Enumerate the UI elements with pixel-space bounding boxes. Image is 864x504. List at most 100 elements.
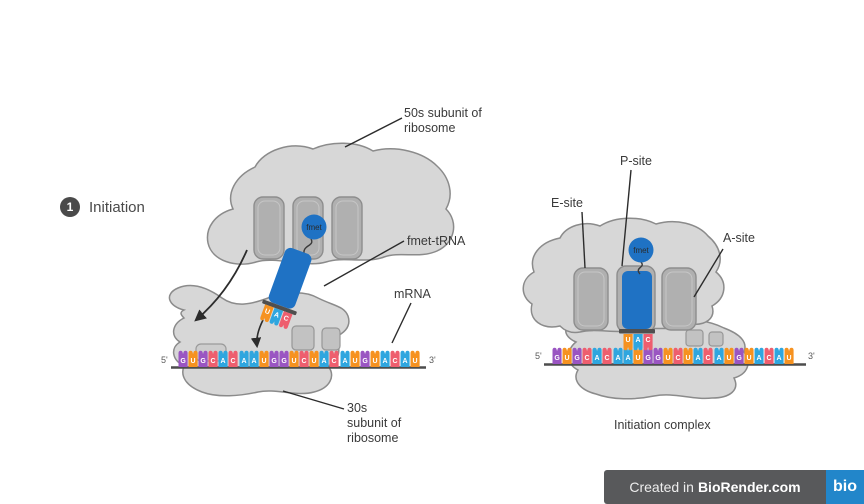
- nucleotide-tile: G: [269, 350, 279, 367]
- right-three-prime: 3': [808, 351, 815, 361]
- label-30s-line3: ribosome: [347, 431, 399, 445]
- biorender-watermark[interactable]: Created in BioRender.com: [604, 470, 826, 504]
- nucleotide-tile: G: [198, 350, 208, 367]
- svg-text:U: U: [686, 355, 691, 362]
- a-site-slot: [661, 267, 697, 331]
- nucleotide-tile: U: [188, 350, 198, 367]
- nucleotide-tile: A: [339, 350, 350, 367]
- right-trna-body: [622, 271, 652, 329]
- svg-text:A: A: [756, 355, 761, 362]
- svg-text:G: G: [655, 355, 660, 362]
- nucleotide-tile: A: [623, 347, 633, 364]
- nucleotide-tile: G: [572, 347, 582, 364]
- left-big-curved-arrow: [194, 249, 248, 322]
- svg-text:U: U: [626, 337, 631, 344]
- svg-text:A: A: [251, 358, 256, 365]
- nucleotide-tile: G: [734, 347, 744, 364]
- svg-text:G: G: [575, 355, 580, 362]
- right-30s-groove-1: [685, 329, 704, 347]
- right-fmet-circle: [628, 237, 654, 263]
- svg-text:U: U: [746, 355, 751, 362]
- svg-text:G: G: [362, 358, 367, 365]
- nucleotide-tile: C: [582, 347, 592, 364]
- svg-text:A: A: [777, 355, 782, 362]
- svg-text:U: U: [413, 358, 418, 365]
- svg-text:A: A: [625, 355, 630, 362]
- nucleotide-tile: U: [724, 347, 734, 364]
- svg-text:G: G: [554, 355, 559, 362]
- label-a-site: A-site: [723, 231, 755, 245]
- left-fmet-linker: [303, 238, 313, 254]
- svg-text:G: G: [281, 358, 286, 365]
- svg-text:G: G: [645, 355, 650, 362]
- svg-text:A: A: [636, 337, 641, 344]
- nucleotide-tile: A: [218, 350, 228, 367]
- svg-text:C: C: [706, 355, 711, 362]
- svg-text:A: A: [615, 355, 620, 362]
- nucleotide-tile: A: [400, 350, 410, 367]
- biorender-logo[interactable]: bio: [826, 470, 864, 504]
- label-mrna: mRNA: [394, 287, 431, 301]
- pointer-e-site: [581, 211, 586, 269]
- svg-text:A: A: [221, 358, 226, 365]
- svg-text:C: C: [605, 355, 610, 362]
- pointer-mrna: [391, 302, 412, 344]
- nucleotide-tile: U: [370, 350, 380, 367]
- right-trna-bar: [619, 329, 655, 334]
- label-50s-line1: 50s subunit of: [404, 106, 482, 120]
- svg-text:U: U: [263, 308, 270, 316]
- pointer-50s: [344, 117, 403, 148]
- svg-text:G: G: [271, 358, 276, 365]
- nucleotide-tile: C: [703, 347, 714, 364]
- nucleotide-tile: C: [764, 347, 774, 364]
- label-fmet-trna: fmet-tRNA: [407, 234, 466, 248]
- nucleotide-tile: G: [552, 347, 562, 364]
- nucleotide-tile: U: [350, 350, 360, 367]
- label-30s-line1: 30s: [347, 401, 368, 415]
- left-30s-subunit-blob: [168, 284, 350, 397]
- nucleotide-tile: A: [269, 307, 284, 326]
- nucleotide-tile: C: [643, 334, 653, 351]
- pointer-p-site: [621, 169, 632, 267]
- nucleotide-tile: A: [713, 347, 724, 364]
- label-p-site: P-site: [620, 154, 652, 168]
- step-number-badge: 1: [60, 197, 80, 217]
- svg-text:A: A: [241, 358, 246, 365]
- nucleotide-tile: U: [623, 334, 633, 351]
- svg-text:U: U: [352, 358, 357, 365]
- left-fmet-label: fmet: [306, 223, 322, 232]
- nucleotide-tile: C: [329, 350, 340, 367]
- svg-text:A: A: [342, 358, 347, 365]
- label-50s-subunit: 50s subunit of ribosome: [404, 106, 482, 136]
- svg-text:A: A: [273, 311, 280, 319]
- svg-text:A: A: [322, 358, 327, 365]
- svg-text:U: U: [635, 355, 640, 362]
- left-three-prime: 3': [429, 355, 436, 365]
- svg-text:C: C: [676, 355, 681, 362]
- svg-text:G: G: [180, 358, 185, 365]
- svg-text:C: C: [231, 358, 236, 365]
- nucleotide-tile: C: [279, 311, 293, 329]
- svg-text:C: C: [392, 358, 397, 365]
- label-30s-subunit: 30s subunit of ribosome: [347, 401, 401, 446]
- svg-text:U: U: [191, 358, 196, 365]
- nucleotide-tile: A: [633, 334, 643, 351]
- svg-text:A: A: [403, 358, 408, 365]
- nucleotide-tile: G: [178, 350, 188, 367]
- nucleotide-tile: G: [279, 350, 289, 367]
- svg-text:U: U: [372, 358, 377, 365]
- left-fmet-circle: [301, 214, 327, 240]
- right-30s-groove-2: [708, 331, 724, 347]
- pointer-a-site: [693, 248, 724, 298]
- nucleotide-tile: U: [633, 347, 643, 364]
- nucleotide-tile: A: [774, 347, 784, 364]
- nucleotide-tile: A: [592, 347, 602, 364]
- nucleotide-tile: U: [289, 350, 299, 367]
- svg-text:C: C: [332, 358, 337, 365]
- nucleotide-tile: U: [259, 350, 269, 367]
- nucleotide-tile: U: [260, 304, 274, 323]
